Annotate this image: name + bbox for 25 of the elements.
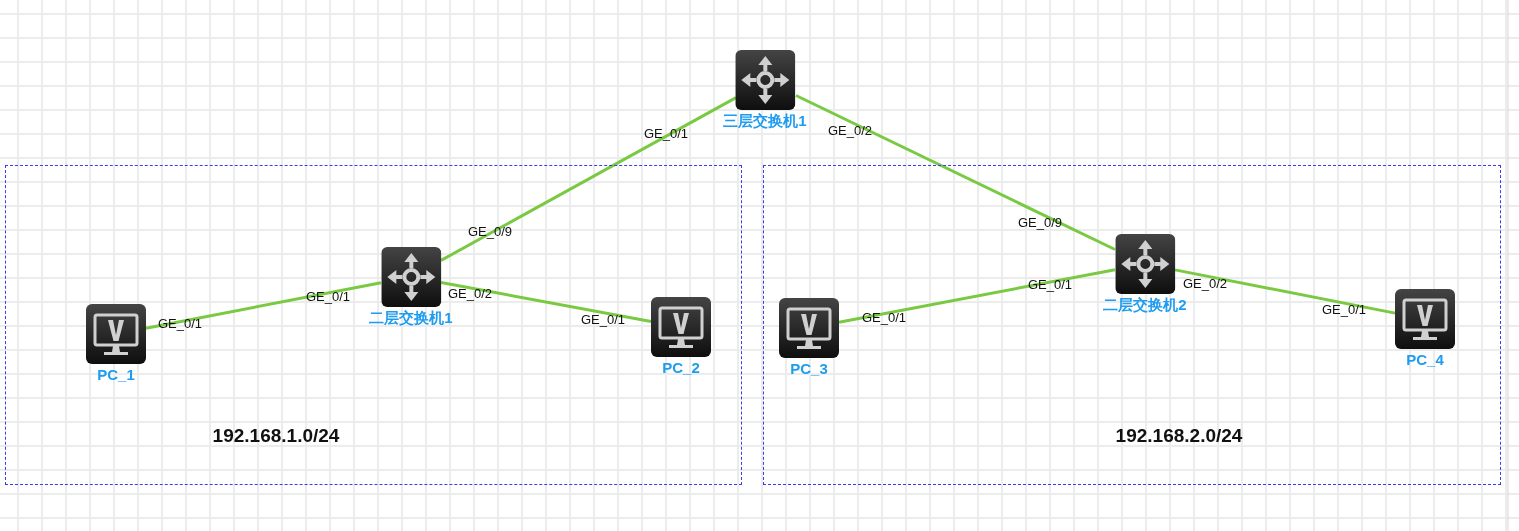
device-label: 二层交换机1 xyxy=(369,309,453,327)
port-label: GE_0/1 xyxy=(305,288,351,304)
port-label: GE_0/1 xyxy=(1321,301,1367,317)
link-line xyxy=(440,96,737,262)
link-line xyxy=(145,281,382,330)
port-label: GE_0/2 xyxy=(447,285,493,301)
port-label: GE_0/1 xyxy=(580,311,626,327)
device-label: 三层交换机1 xyxy=(723,112,807,130)
port-label: GE_0/9 xyxy=(1017,214,1063,230)
link-line xyxy=(440,281,652,323)
device-label: 二层交换机2 xyxy=(1103,296,1187,314)
link-line xyxy=(795,94,1116,251)
subnet-label: 192.168.2.0/24 xyxy=(1115,425,1243,447)
subnet-label: 192.168.1.0/24 xyxy=(212,425,340,447)
port-label: GE_0/2 xyxy=(1182,275,1228,291)
device-label: PC_1 xyxy=(97,366,135,384)
subnet-region xyxy=(763,165,1501,485)
port-label: GE_0/1 xyxy=(861,309,907,325)
device-label: PC_2 xyxy=(662,359,700,377)
port-label: GE_0/2 xyxy=(827,122,873,138)
subnet-region xyxy=(5,165,742,485)
link-line xyxy=(1174,268,1396,315)
device-label: PC_4 xyxy=(1406,351,1444,369)
device-label: PC_3 xyxy=(790,360,828,378)
link-line xyxy=(838,268,1116,324)
